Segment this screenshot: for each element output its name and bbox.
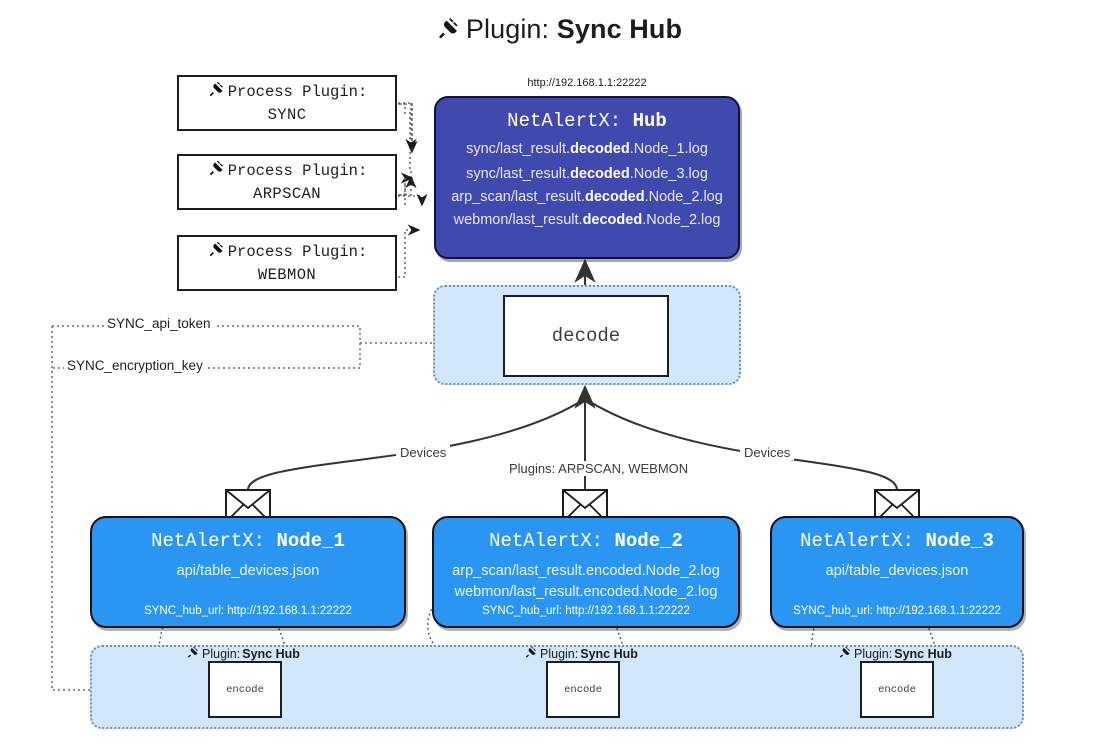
process-plugin-label: Process Plugin: bbox=[227, 243, 368, 262]
edge-node1-encode-out bbox=[247, 507, 287, 651]
edge-node3-encode-out bbox=[896, 507, 937, 651]
encoder-label-1: Plugin: Sync Hub bbox=[186, 646, 300, 662]
encoder-name: Sync Hub bbox=[894, 647, 952, 661]
encoder-label-3: Plugin: Sync Hub bbox=[838, 646, 952, 662]
encoder-prefix: Plugin: bbox=[540, 647, 579, 661]
token-label-encryption: SYNC_encryption_key bbox=[64, 358, 206, 373]
edge-tokens-to-encoders bbox=[51, 326, 110, 696]
plug-icon bbox=[207, 81, 226, 105]
node-card-node3[interactable]: NetAlertX: Node_3 api/table_devices.json… bbox=[770, 516, 1024, 628]
node-title: NetAlertX: Node_1 bbox=[151, 530, 345, 552]
decode-box[interactable]: decode bbox=[503, 295, 669, 377]
encoder-name: Sync Hub bbox=[242, 647, 300, 661]
edge-label-devices-right: Devices bbox=[740, 445, 795, 460]
encode-box-3[interactable]: encode bbox=[860, 661, 934, 718]
edge-label-plugins: Plugins: ARPSCAN, WEBMON bbox=[505, 461, 693, 476]
edge-arpscan-to-hub2 bbox=[398, 193, 428, 207]
process-plugin-label: Process Plugin: bbox=[227, 83, 368, 102]
process-plugin-arpscan[interactable]: Process Plugin: ARPSCAN bbox=[177, 154, 397, 210]
edge-webmon-to-hub bbox=[398, 224, 421, 278]
page-title: Plugin: Sync Hub bbox=[0, 14, 1117, 48]
encoder-prefix: Plugin: bbox=[854, 647, 893, 661]
edge-node2-encode-out bbox=[584, 507, 625, 651]
hub-title-prefix: NetAlertX: bbox=[507, 110, 622, 132]
process-plugin-name: ARPSCAN bbox=[253, 184, 321, 203]
plug-icon bbox=[838, 646, 852, 662]
encoder-prefix: Plugin: bbox=[202, 647, 241, 661]
node-hub-url: SYNC_hub_url: http://192.168.1.1:22222 bbox=[793, 605, 1001, 617]
plug-icon bbox=[186, 646, 200, 662]
node-card-node1[interactable]: NetAlertX: Node_1 api/table_devices.json… bbox=[90, 516, 406, 628]
process-plugin-name: WEBMON bbox=[257, 265, 317, 284]
process-plugin-webmon[interactable]: Process Plugin: WEBMON bbox=[177, 235, 397, 291]
edge-node1-to-decode bbox=[247, 399, 584, 491]
hub-log-2: sync/last_result.decoded.Node_3.log bbox=[466, 166, 708, 182]
process-plugin-name: SYNC bbox=[267, 105, 307, 124]
hub-log-4: webmon/last_result.decoded.Node_2.log bbox=[453, 212, 721, 228]
node-hub-url: SYNC_hub_url: http://192.168.1.1:22222 bbox=[144, 605, 352, 617]
plug-icon bbox=[207, 160, 226, 184]
edge-label-devices-left: Devices bbox=[396, 445, 451, 460]
hub-title-name: Hub bbox=[632, 110, 667, 132]
process-plugin-sync[interactable]: Process Plugin: SYNC bbox=[177, 75, 397, 131]
encode-box-1[interactable]: encode bbox=[208, 661, 282, 718]
edge-hub-bus-left bbox=[409, 112, 412, 173]
token-label-api: SYNC_api_token bbox=[104, 316, 214, 331]
hub-node[interactable]: NetAlertX: Hub sync/last_result.decoded.… bbox=[434, 96, 740, 259]
page-title-name: Sync Hub bbox=[556, 14, 683, 44]
page-title-prefix: Plugin: bbox=[465, 14, 550, 44]
node-line: arp_scan/last_result.encoded.Node_2.log bbox=[452, 563, 720, 579]
node-title: NetAlertX: Node_2 bbox=[489, 530, 683, 552]
hub-title: NetAlertX: Hub bbox=[507, 110, 667, 132]
node-line: webmon/last_result.encoded.Node_2.log bbox=[454, 584, 718, 600]
node-line: api/table_devices.json bbox=[176, 563, 320, 579]
plug-icon bbox=[207, 241, 226, 265]
hub-log-3: arp_scan/last_result.decoded.Node_2.log bbox=[451, 189, 723, 205]
node-title: NetAlertX: Node_3 bbox=[800, 530, 994, 552]
node-card-node2[interactable]: NetAlertX: Node_2 arp_scan/last_result.e… bbox=[432, 516, 740, 628]
edge-sync-to-hub1 bbox=[398, 102, 418, 154]
node-line: api/table_devices.json bbox=[825, 563, 969, 579]
encode-box-2[interactable]: encode bbox=[546, 661, 620, 718]
process-plugin-label: Process Plugin: bbox=[227, 162, 368, 181]
hub-log-1: sync/last_result.decoded.Node_1.log bbox=[466, 141, 708, 157]
encoder-name: Sync Hub bbox=[580, 647, 638, 661]
edge-arpscan-to-hub bbox=[398, 172, 414, 196]
plug-icon bbox=[524, 646, 538, 662]
encoder-label-2: Plugin: Sync Hub bbox=[524, 646, 638, 662]
hub-url-label: http://192.168.1.1:22222 bbox=[527, 77, 647, 89]
plug-icon bbox=[435, 17, 462, 48]
node-hub-url: SYNC_hub_url: http://192.168.1.1:22222 bbox=[482, 605, 690, 617]
